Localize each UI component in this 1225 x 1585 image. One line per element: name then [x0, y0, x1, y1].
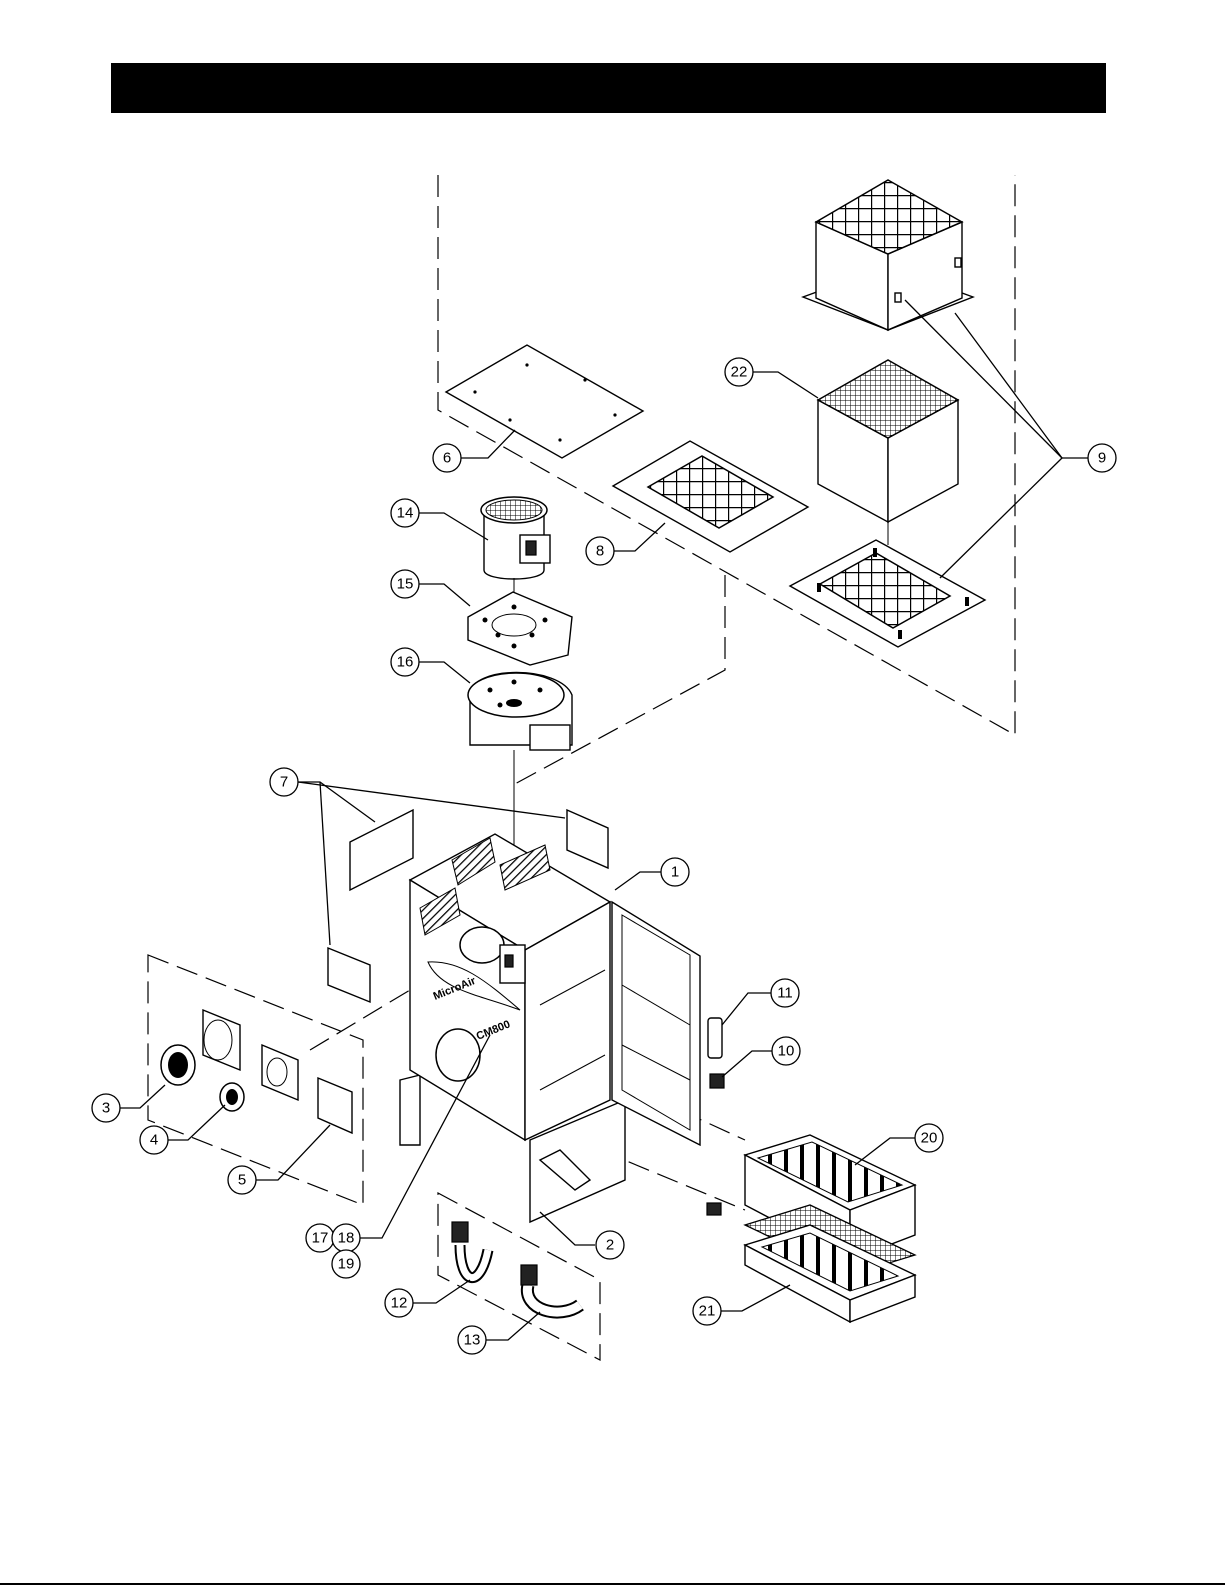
svg-text:6: 6 — [443, 450, 451, 467]
svg-text:2: 2 — [606, 1237, 614, 1254]
callout-4: 4 — [140, 1126, 168, 1154]
part-latch — [707, 1074, 724, 1215]
svg-text:15: 15 — [397, 576, 414, 593]
part-hose-fitting — [452, 1222, 488, 1278]
part-motor — [481, 497, 550, 600]
callout-8: 8 — [586, 537, 614, 565]
callout-2: 2 — [596, 1231, 624, 1259]
svg-text:20: 20 — [921, 1130, 938, 1147]
callout-3: 3 — [92, 1094, 120, 1122]
svg-text:5: 5 — [238, 1172, 246, 1189]
callout-16: 16 — [391, 648, 419, 676]
svg-text:4: 4 — [150, 1132, 158, 1149]
callout-7: 7 — [270, 768, 298, 796]
callout-21: 21 — [693, 1297, 721, 1325]
svg-text:17: 17 — [312, 1230, 329, 1247]
callout-5: 5 — [228, 1166, 256, 1194]
svg-text:10: 10 — [778, 1043, 795, 1060]
part-filter-housing — [803, 180, 973, 330]
svg-text:22: 22 — [731, 364, 748, 381]
callout-9: 9 — [1088, 444, 1116, 472]
part-large-duct-port — [161, 1010, 240, 1085]
svg-text:9: 9 — [1098, 450, 1106, 467]
callout-15: 15 — [391, 570, 419, 598]
part-door-handle — [708, 1018, 722, 1058]
svg-text:7: 7 — [280, 774, 288, 791]
svg-text:3: 3 — [102, 1100, 110, 1117]
svg-text:16: 16 — [397, 654, 414, 671]
part-cube-filter — [818, 360, 958, 545]
svg-text:12: 12 — [391, 1295, 408, 1312]
svg-text:21: 21 — [699, 1303, 716, 1320]
callout-22: 22 — [725, 358, 753, 386]
part-top-panel — [446, 345, 643, 458]
part-mounting-frame — [790, 540, 985, 647]
svg-text:18: 18 — [338, 1230, 355, 1247]
svg-text:14: 14 — [397, 505, 414, 522]
callout-20: 20 — [915, 1124, 943, 1152]
svg-text:19: 19 — [338, 1256, 355, 1273]
callout-17: 17 — [306, 1224, 334, 1252]
part-hose — [521, 1265, 580, 1312]
part-grid-panel — [613, 441, 808, 552]
svg-text:8: 8 — [596, 543, 604, 560]
callout-18: 18 — [332, 1224, 360, 1252]
callout-13: 13 — [458, 1326, 486, 1354]
callout-10: 10 — [772, 1037, 800, 1065]
part-motor-plate — [468, 592, 572, 665]
callout-12: 12 — [385, 1289, 413, 1317]
callout-14: 14 — [391, 499, 419, 527]
svg-text:11: 11 — [777, 985, 793, 1002]
callout-11: 11 — [771, 979, 799, 1007]
callout-6: 6 — [433, 444, 461, 472]
svg-text:13: 13 — [464, 1332, 481, 1349]
part-port-cover-plate — [318, 1078, 352, 1133]
part-cabinet: MicroAir CM800 — [410, 834, 610, 1140]
svg-text:1: 1 — [671, 864, 679, 881]
callout-19: 19 — [332, 1250, 360, 1278]
callout-1: 1 — [661, 858, 689, 886]
